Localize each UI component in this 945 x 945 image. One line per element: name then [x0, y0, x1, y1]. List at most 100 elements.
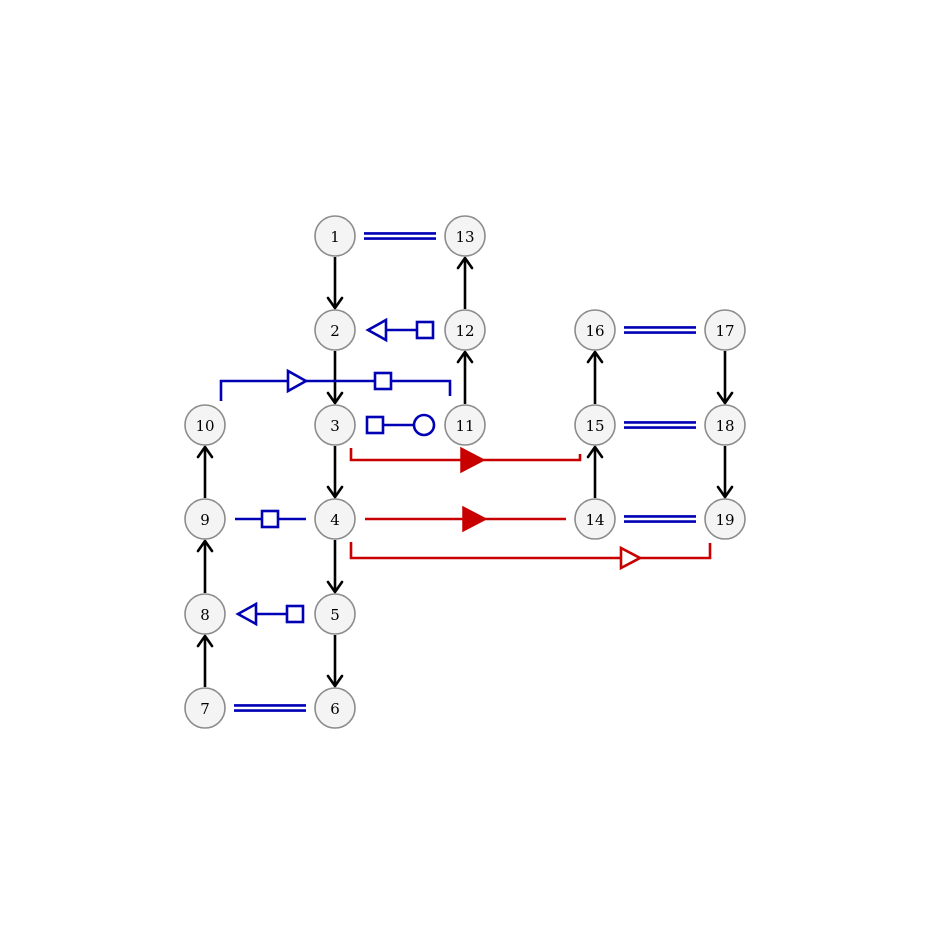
filled-triangle-marker	[462, 505, 488, 533]
node-8: 8	[184, 593, 226, 635]
hollow-triangle-marker	[286, 368, 309, 394]
node-label: 15	[585, 417, 604, 435]
node-circle	[574, 309, 616, 351]
edge-2-to-3	[326, 351, 344, 405]
node-circle	[184, 498, 226, 540]
node-7: 7	[184, 687, 226, 729]
arrowhead	[586, 445, 604, 459]
square-marker	[373, 371, 393, 391]
node-circle	[314, 687, 356, 729]
square-marker	[415, 320, 435, 340]
blue-link-3-11	[365, 413, 436, 437]
node-circle	[314, 404, 356, 446]
arrowhead	[716, 391, 734, 405]
link-layer	[219, 232, 712, 712]
edge-14-to-15	[586, 445, 604, 498]
node-15: 15	[574, 404, 616, 446]
node-label: 18	[715, 417, 734, 435]
node-label: 8	[200, 606, 210, 624]
node-circle	[314, 215, 356, 257]
double-link-1-13	[364, 232, 436, 240]
hollow-triangle-marker	[619, 545, 643, 571]
arrowhead	[716, 485, 734, 499]
node-17: 17	[704, 309, 746, 351]
square-marker	[365, 415, 385, 435]
node-5: 5	[314, 593, 356, 635]
edge-5-to-6	[326, 635, 344, 688]
node-10: 10	[184, 404, 226, 446]
blue-link-5-8	[235, 601, 305, 627]
blue-link-9-4	[235, 509, 306, 529]
node-label: 13	[455, 228, 474, 246]
double-link-7-6	[234, 704, 306, 712]
node-label: 2	[330, 322, 340, 340]
edge-18-to-19	[716, 446, 734, 499]
node-circle	[184, 404, 226, 446]
node-18: 18	[704, 404, 746, 446]
blue-link-12-2	[365, 317, 435, 343]
red-link-3-15	[349, 446, 582, 474]
node-4: 4	[314, 498, 356, 540]
node-2: 2	[314, 309, 356, 351]
arrowhead	[196, 634, 214, 648]
node-19: 19	[704, 498, 746, 540]
edge-17-to-18	[716, 351, 734, 405]
node-label: 7	[200, 700, 210, 718]
node-14: 14	[574, 498, 616, 540]
node-circle	[704, 309, 746, 351]
arrowhead	[196, 539, 214, 553]
arrowhead	[456, 350, 474, 364]
arrowhead	[326, 580, 344, 594]
node-label: 14	[585, 511, 604, 529]
edge-1-to-2	[326, 257, 344, 310]
edge-12-to-13	[456, 256, 474, 309]
edge-15-to-16	[586, 350, 604, 404]
arrowhead	[326, 485, 344, 499]
arrowhead	[586, 350, 604, 364]
node-label: 10	[195, 417, 214, 435]
node-label: 12	[455, 322, 474, 340]
node-label: 19	[715, 511, 734, 529]
node-circle	[314, 498, 356, 540]
node-label: 6	[330, 700, 340, 718]
node-circle	[444, 215, 486, 257]
arrowhead	[326, 674, 344, 688]
red-link-4-19	[349, 542, 712, 571]
node-13: 13	[444, 215, 486, 257]
node-3: 3	[314, 404, 356, 446]
node-label: 16	[585, 322, 604, 340]
node-12: 12	[444, 309, 486, 351]
node-label: 17	[715, 322, 734, 340]
hollow-triangle-marker	[235, 601, 258, 627]
node-circle	[444, 309, 486, 351]
circle-marker	[412, 413, 436, 437]
arrowhead	[196, 445, 214, 459]
arrowhead	[326, 391, 344, 405]
square-marker	[260, 509, 280, 529]
arrowhead	[326, 296, 344, 310]
node-circle	[314, 309, 356, 351]
arrowhead	[456, 256, 474, 270]
node-circle	[314, 593, 356, 635]
edge-11-to-12	[456, 350, 474, 404]
node-1: 1	[314, 215, 356, 257]
edge-7-to-8	[196, 634, 214, 687]
edge-4-to-5	[326, 540, 344, 594]
node-circle	[444, 404, 486, 446]
red-bracket	[349, 542, 712, 560]
node-circle	[704, 498, 746, 540]
node-16: 16	[574, 309, 616, 351]
node-label: 11	[455, 417, 474, 435]
node-label: 3	[330, 417, 340, 435]
edge-3-to-4	[326, 446, 344, 499]
square-marker	[285, 604, 305, 624]
node-circle	[574, 404, 616, 446]
node-11: 11	[444, 404, 486, 446]
filled-triangle-marker	[460, 446, 486, 474]
edge-layer	[196, 256, 734, 688]
node-label: 4	[330, 511, 340, 529]
blue-link-10-11	[219, 368, 452, 401]
node-9: 9	[184, 498, 226, 540]
